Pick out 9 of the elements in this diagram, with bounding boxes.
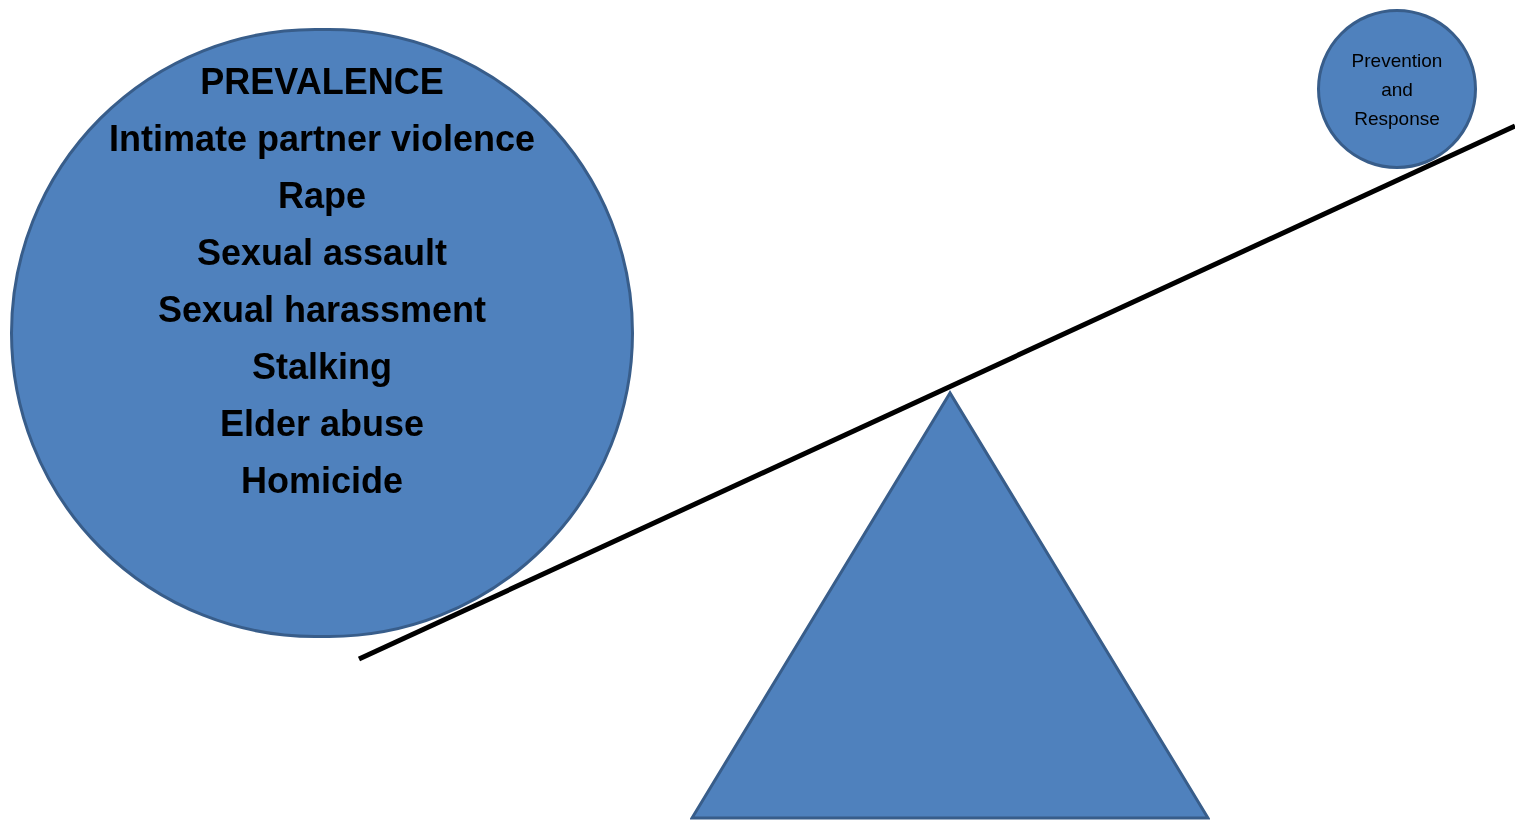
list-item: Homicide — [239, 459, 404, 503]
list-item: Sexual assault — [195, 231, 449, 275]
list-item: Rape — [277, 174, 367, 218]
list-item: Elder abuse — [218, 402, 426, 446]
list-item: Stalking — [251, 345, 393, 389]
list-item: Sexual harassment — [156, 288, 488, 332]
circle-heading: PREVALENCE — [199, 60, 445, 104]
list-item: Intimate partner violence — [107, 117, 537, 161]
circle-label: Prevention and Response — [1350, 48, 1444, 131]
